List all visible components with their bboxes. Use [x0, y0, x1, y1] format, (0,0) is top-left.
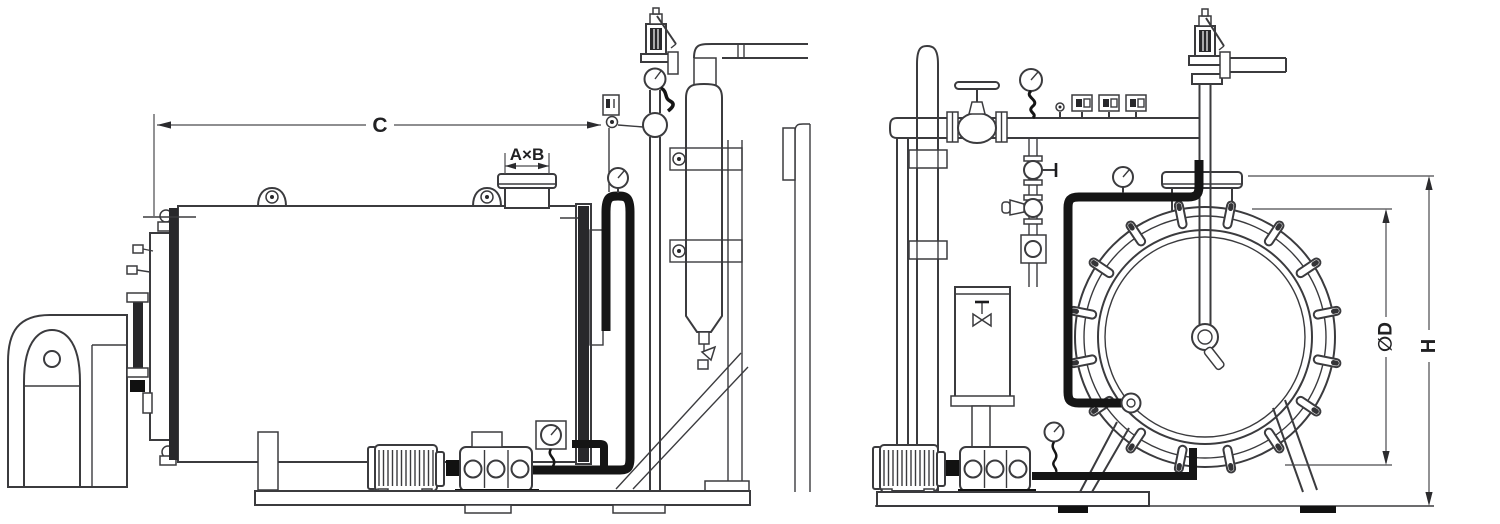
main-steam-valve — [946, 81, 1008, 144]
boiler-shell — [143, 203, 604, 465]
gauge-siphon — [659, 86, 675, 113]
feed-piping-end — [1063, 160, 1204, 414]
header-pressure-gauge — [1019, 68, 1043, 120]
coupling — [446, 460, 459, 476]
dimension-d: ∅D — [1252, 208, 1397, 466]
valve — [1023, 160, 1043, 180]
pump — [959, 446, 1031, 492]
base-skid-side — [254, 490, 751, 514]
support-frame — [615, 123, 811, 493]
door-handle — [1203, 346, 1225, 371]
dimension-axb: A×B — [504, 145, 550, 174]
pressure-controller — [1125, 94, 1147, 118]
end-view: ∅D H — [872, 8, 1440, 513]
pressure-controller — [1098, 94, 1120, 118]
feed-tank — [950, 286, 1015, 448]
gauge-valve-column — [1001, 138, 1058, 287]
base-end — [875, 491, 1434, 513]
steam-separator — [669, 43, 808, 370]
valve — [1023, 198, 1043, 218]
diameter-label: ∅D — [1376, 322, 1397, 352]
dimension-c: C — [153, 114, 601, 216]
level-switch — [602, 94, 644, 192]
length-label: C — [372, 114, 387, 137]
coupling — [946, 460, 959, 476]
steam-header — [888, 117, 1200, 139]
pressure-controller — [1071, 94, 1093, 118]
handwheel — [954, 81, 1000, 90]
feed-pump-side — [257, 420, 567, 498]
float-ball — [642, 112, 668, 138]
chimney — [896, 44, 948, 492]
burner — [7, 314, 128, 488]
lifting-lug — [471, 186, 503, 207]
nozzle-size-label: A×B — [510, 145, 544, 164]
door-hub — [1191, 323, 1219, 351]
feed-pump-end — [872, 421, 1197, 498]
dimension-h: H — [1248, 175, 1440, 506]
feed-port — [1120, 392, 1142, 414]
safety-valve-side — [640, 7, 679, 492]
lifting-lug — [256, 186, 288, 207]
drain-valve — [697, 331, 717, 370]
height-label: H — [1418, 339, 1440, 353]
safety-valve-end — [1188, 8, 1287, 371]
side-view: A×B C — [7, 7, 811, 514]
shell-support — [257, 431, 279, 491]
vent-cock — [1055, 102, 1065, 118]
door-stand — [1079, 399, 1318, 493]
water-column-piping — [530, 167, 635, 475]
pump — [459, 446, 533, 492]
manhole-nozzle — [497, 173, 557, 209]
